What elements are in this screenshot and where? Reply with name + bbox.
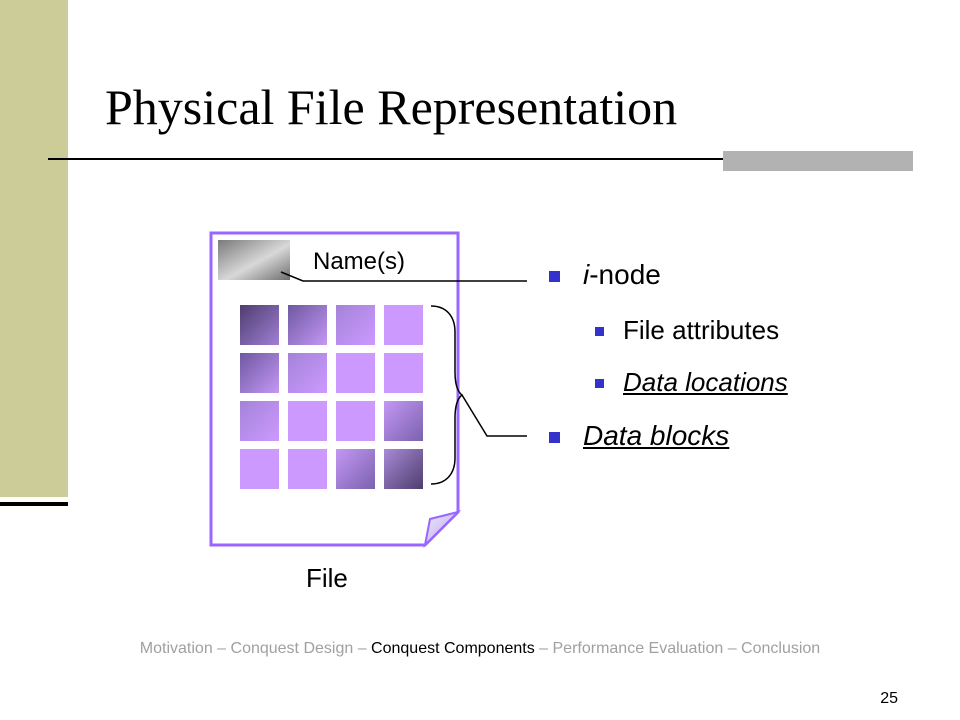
bullet-marker bbox=[595, 327, 604, 336]
data-block bbox=[240, 449, 279, 489]
bullet-marker bbox=[595, 379, 604, 388]
bullet-file-attributes: File attributes bbox=[595, 315, 780, 346]
footer-part-2: – Performance Evaluation – Conclusion bbox=[534, 640, 821, 657]
data-block bbox=[336, 401, 375, 441]
left-accent-rule bbox=[0, 502, 68, 506]
left-accent-bar bbox=[0, 0, 68, 497]
bullet-inode: i-node bbox=[549, 259, 661, 291]
data-block bbox=[240, 305, 279, 345]
data-block bbox=[384, 401, 423, 441]
data-block bbox=[336, 449, 375, 489]
name-label: Name(s) bbox=[313, 248, 406, 275]
page-number: 25 bbox=[880, 690, 898, 707]
inode-suffix: -node bbox=[589, 259, 661, 290]
inode-prefix: i bbox=[583, 259, 590, 290]
bullet-data-blocks: Data blocks bbox=[549, 420, 730, 452]
data-block bbox=[240, 401, 279, 441]
footer-navigation: Motivation – Conquest Design – Conquest … bbox=[0, 640, 960, 658]
file-corner-fold bbox=[423, 510, 462, 549]
page-title: Physical File Representation bbox=[105, 79, 678, 135]
data-block bbox=[288, 353, 327, 393]
data-blocks-link[interactable]: Data blocks bbox=[583, 420, 730, 451]
data-block bbox=[384, 353, 423, 393]
data-block bbox=[288, 401, 327, 441]
footer-part-1: Motivation – Conquest Design – bbox=[139, 640, 372, 657]
data-block bbox=[384, 449, 423, 489]
data-block bbox=[288, 305, 327, 345]
data-block bbox=[288, 449, 327, 489]
title-accent-block bbox=[723, 151, 913, 171]
data-block-grid bbox=[240, 305, 423, 489]
bullet-marker bbox=[549, 432, 560, 443]
bullet-data-locations: Data locations bbox=[595, 367, 788, 398]
name-box bbox=[218, 240, 290, 280]
title-underline bbox=[48, 158, 912, 160]
data-block bbox=[240, 353, 279, 393]
inode-connector-line bbox=[280, 271, 527, 282]
data-block bbox=[336, 353, 375, 393]
file-label: File bbox=[306, 563, 348, 593]
data-blocks-connector-line bbox=[461, 394, 527, 437]
bullet-marker bbox=[549, 271, 560, 282]
file-attributes-text: File attributes bbox=[623, 315, 780, 345]
data-block bbox=[336, 305, 375, 345]
data-block bbox=[384, 305, 423, 345]
data-locations-link[interactable]: Data locations bbox=[623, 367, 788, 397]
footer-current-section: Conquest Components bbox=[371, 640, 535, 657]
